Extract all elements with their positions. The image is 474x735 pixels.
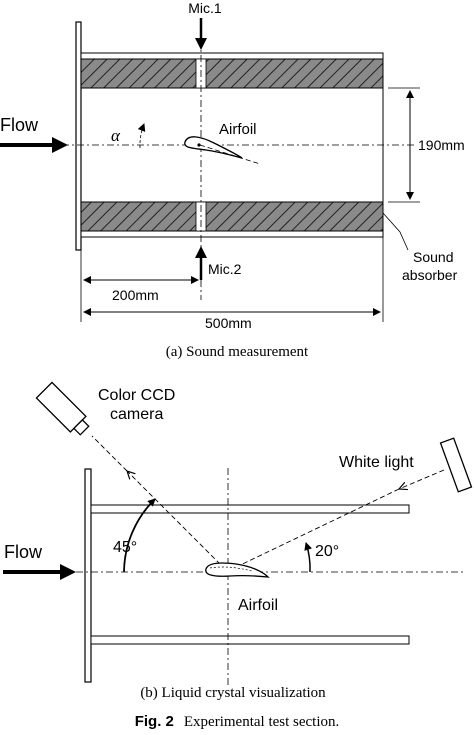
camera-label-1: Color CCD [98,387,175,404]
white-light-label: White light [339,454,414,471]
angle-45-label: 45° [113,539,137,556]
flow-label-b: Flow [4,542,43,562]
bottom-sound-absorber [80,201,384,232]
mic2-label: Mic.2 [208,261,242,277]
figure-number: Fig. 2 [135,713,174,730]
top-sound-absorber [80,58,384,89]
camera-sightline [127,471,227,571]
figure-title: Experimental test section. [184,714,339,730]
dim-500-label: 500mm [205,315,252,331]
bottom-wall [80,230,384,238]
inlet-flange [75,21,82,251]
dim-200-label: 200mm [112,287,159,303]
airfoil-a [184,136,243,159]
panel-a-sound-measurement: Mic.1 Mic.2 Flow α Airfoil 190mm Sound a… [0,0,465,360]
airfoil-label-a: Airfoil [219,121,257,138]
absorber-label-2: absorber [402,267,458,283]
airfoil-label-b: Airfoil [238,597,278,614]
angle-45-arc [123,498,156,573]
caption-b: (b) Liquid crystal visualization [140,685,326,701]
airfoil-b [205,562,270,578]
camera-label-2: camera [110,406,163,423]
mic1-label: Mic.1 [188,0,222,16]
inlet-flange-b [84,468,92,683]
ccd-camera [35,381,90,436]
top-wall-b [90,504,410,514]
angle-20-label: 20° [315,543,339,560]
alpha-label: α [111,126,121,145]
bottom-wall-b [90,635,410,645]
absorber-label-1: Sound [413,249,453,265]
caption-a: (a) Sound measurement [166,344,309,360]
flow-label-a: Flow [0,115,39,135]
light-ray [399,469,445,489]
angle-20-arc [304,542,312,573]
white-light-lamp [439,437,473,493]
panel-b-liquid-crystal-visualization: Color CCD camera White light Flow 45° 20… [3,381,473,701]
top-wall [80,52,384,60]
height-dim-label: 190mm [418,137,465,153]
figure-caption: Fig. 2 Experimental test section. [135,713,340,730]
